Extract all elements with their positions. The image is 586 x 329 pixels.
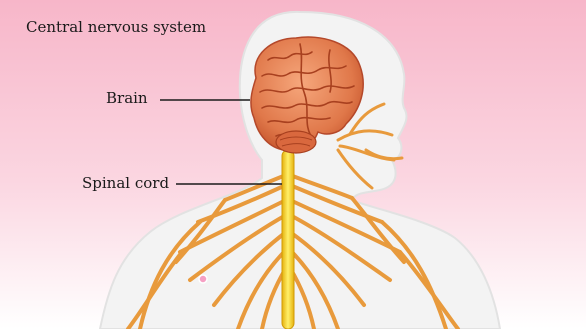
cerebellum <box>276 131 316 153</box>
spinal-cord <box>282 150 294 329</box>
marker-dot <box>199 275 207 283</box>
diagram-title: Central nervous system <box>26 18 206 36</box>
brain-label: Brain <box>106 89 148 107</box>
spinal-cord-label: Spinal cord <box>82 174 169 192</box>
